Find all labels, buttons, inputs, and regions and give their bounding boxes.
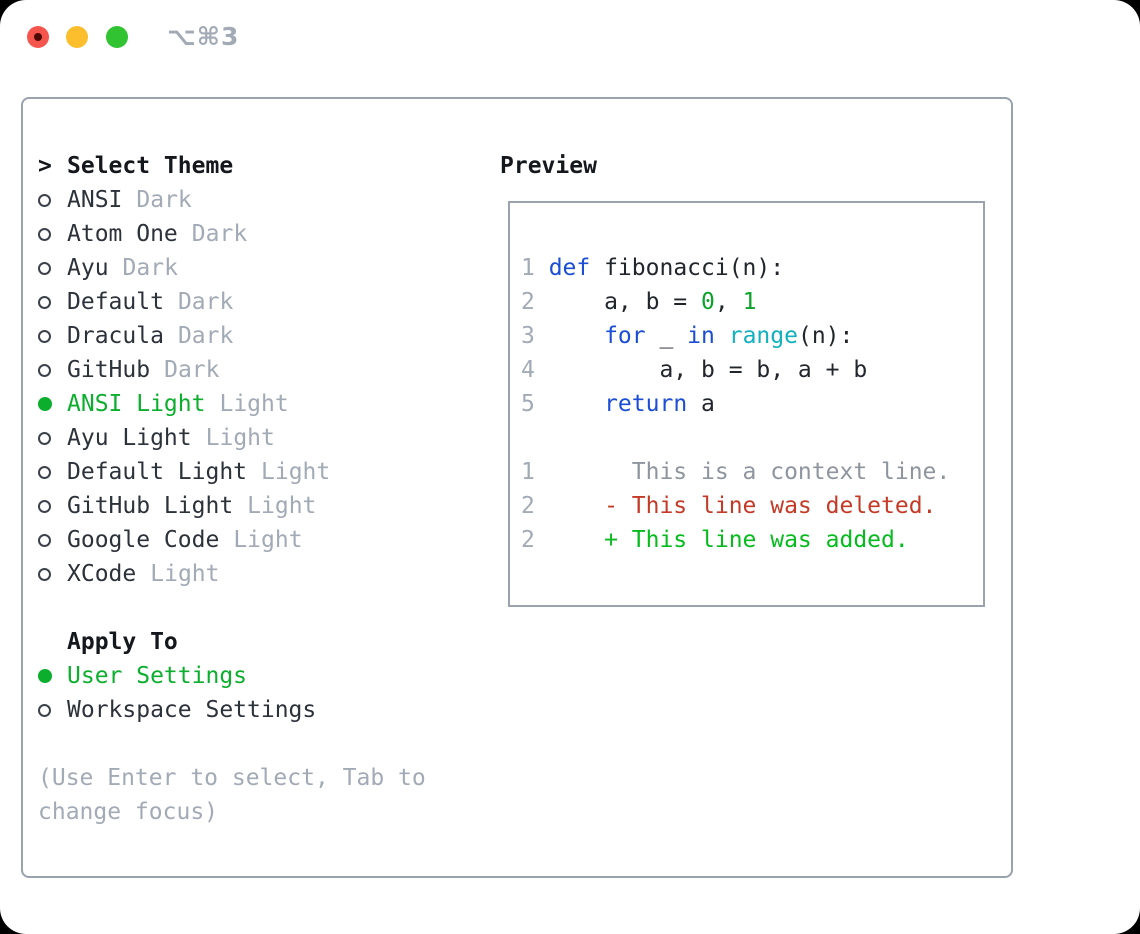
option-variant-label: Light <box>150 561 220 587</box>
radio-icon <box>38 465 67 479</box>
line-number: 2 <box>521 289 535 315</box>
theme-option-dracula[interactable]: Dracula Dark <box>38 319 458 353</box>
option-label: Ayu <box>67 255 109 281</box>
theme-option-github-light[interactable]: GitHub Light Light <box>38 489 458 523</box>
option-variant-label: Light <box>247 493 317 519</box>
minimize-button[interactable] <box>66 26 88 48</box>
spacer <box>38 591 458 625</box>
apply-to-heading-row: Apply To <box>38 625 458 659</box>
theme-menu-heading-row: > Select Theme <box>38 149 458 183</box>
option-label: Atom One <box>67 221 178 247</box>
spacer <box>38 727 458 761</box>
code-line: 2 - This line was deleted. <box>521 493 937 519</box>
maximize-button[interactable] <box>106 26 128 48</box>
theme-option-ayu[interactable]: Ayu Dark <box>38 251 458 285</box>
line-number: 2 <box>521 527 535 553</box>
code-line: 2 + This line was added. <box>521 527 909 553</box>
apply-to-heading: Apply To <box>67 629 178 655</box>
option-label: GitHub <box>67 357 151 383</box>
code-line: 2 a, b = 0, 1 <box>521 289 757 315</box>
theme-menu-heading: Select Theme <box>67 153 234 179</box>
apply-option-workspace-settings[interactable]: Workspace Settings <box>38 693 458 727</box>
line-number: 1 <box>521 255 535 281</box>
radio-icon <box>38 193 67 207</box>
radio-icon <box>38 533 67 547</box>
radio-icon <box>38 363 67 377</box>
window-title: ⌥⌘3 <box>167 22 240 51</box>
preview-heading: Preview <box>500 153 597 179</box>
radio-selected-icon <box>38 669 67 683</box>
option-variant-label: Light <box>261 459 331 485</box>
option-label: GitHub Light <box>67 493 234 519</box>
theme-option-google-code[interactable]: Google Code Light <box>38 523 458 557</box>
help-text: (Use Enter to select, Tab to change focu… <box>38 765 426 825</box>
theme-option-default-light[interactable]: Default Light Light <box>38 455 458 489</box>
theme-option-ansi-light[interactable]: ANSI Light Light <box>38 387 458 421</box>
option-variant-label: Light <box>233 527 303 553</box>
theme-option-default[interactable]: Default Dark <box>38 285 458 319</box>
option-variant-label: Dark <box>122 255 178 281</box>
option-label: ANSI Light <box>67 391 206 417</box>
radio-selected-icon <box>38 397 67 411</box>
option-label: Default <box>67 289 164 315</box>
option-variant-label: Light <box>205 425 275 451</box>
line-number: 5 <box>521 391 535 417</box>
option-label: Workspace Settings <box>67 697 317 723</box>
option-variant-label: Dark <box>136 187 192 213</box>
theme-option-ansi[interactable]: ANSI Dark <box>38 183 458 217</box>
apply-option-user-settings[interactable]: User Settings <box>38 659 458 693</box>
line-number: 3 <box>521 323 535 349</box>
close-button[interactable] <box>27 26 49 48</box>
radio-icon <box>38 329 67 343</box>
line-number: 4 <box>521 357 535 383</box>
radio-icon <box>38 499 67 513</box>
theme-option-ayu-light[interactable]: Ayu Light Light <box>38 421 458 455</box>
theme-option-xcode[interactable]: XCode Light <box>38 557 458 591</box>
option-variant-label: Dark <box>177 289 234 315</box>
cursor-icon: > <box>38 153 52 179</box>
code-line: 3 for _ in range(n): <box>521 323 854 349</box>
theme-option-github[interactable]: GitHub Dark <box>38 353 458 387</box>
option-variant-label: Dark <box>164 357 220 383</box>
close-button-dot-icon <box>34 33 42 41</box>
option-label: User Settings <box>67 663 248 689</box>
option-variant-label: Dark <box>177 323 234 349</box>
option-label: Dracula <box>67 323 164 349</box>
option-label: XCode <box>67 561 137 587</box>
line-number: 1 <box>521 459 535 485</box>
radio-icon <box>38 431 67 445</box>
option-label: Google Code <box>67 527 220 553</box>
radio-icon <box>38 295 67 309</box>
radio-icon <box>38 261 67 275</box>
radio-icon <box>38 567 67 581</box>
code-line: 5 return a <box>521 391 715 417</box>
code-line-blank <box>521 421 983 455</box>
option-label: Default Light <box>67 459 248 485</box>
radio-icon <box>38 227 67 241</box>
code-line: 1 This is a context line. <box>521 459 951 485</box>
option-label: Ayu Light <box>67 425 192 451</box>
option-label: ANSI <box>67 187 123 213</box>
code-line: 4 a, b = b, a + b <box>521 357 868 383</box>
option-variant-label: Dark <box>191 221 248 247</box>
radio-icon <box>38 703 67 717</box>
option-variant-label: Light <box>219 391 289 417</box>
line-number: 2 <box>521 493 535 519</box>
theme-option-atom-one[interactable]: Atom One Dark <box>38 217 458 251</box>
